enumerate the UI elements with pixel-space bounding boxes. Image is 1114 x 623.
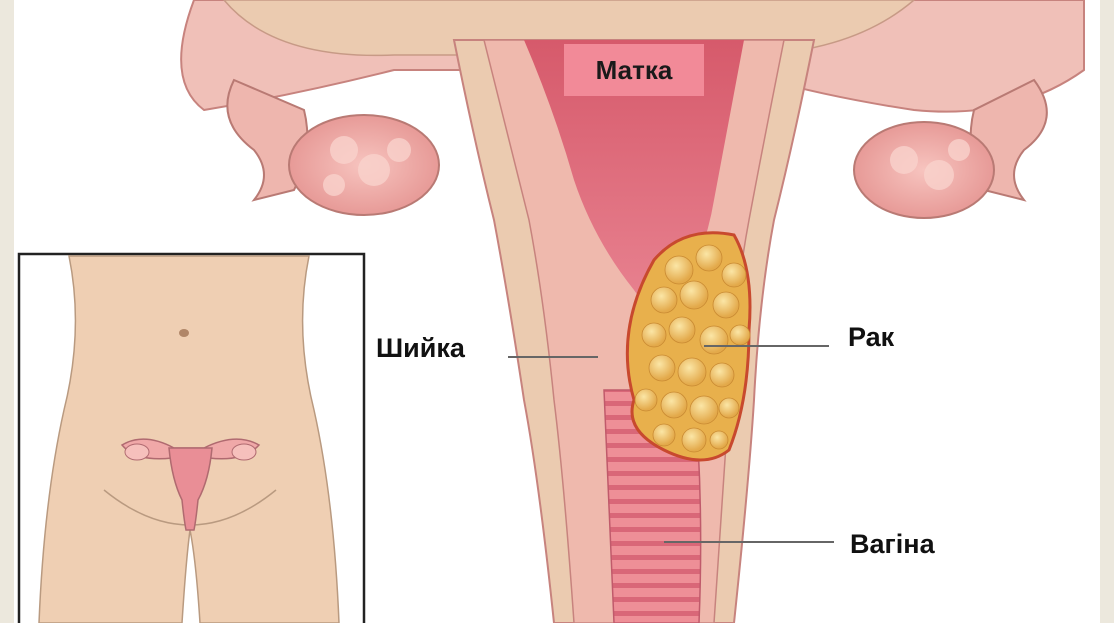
anatomy-illustration — [14, 0, 1100, 623]
navel — [179, 329, 189, 337]
cancer-label: Рак — [848, 324, 894, 351]
diagram-panel: Матка Шийка Рак Вагіна — [14, 0, 1100, 623]
uterus-label: Матка — [564, 44, 704, 96]
body-inset — [19, 254, 364, 623]
left-ovary — [227, 80, 439, 215]
vagina-label: Вагіна — [850, 531, 935, 558]
cervix-label: Шийка — [376, 335, 465, 362]
